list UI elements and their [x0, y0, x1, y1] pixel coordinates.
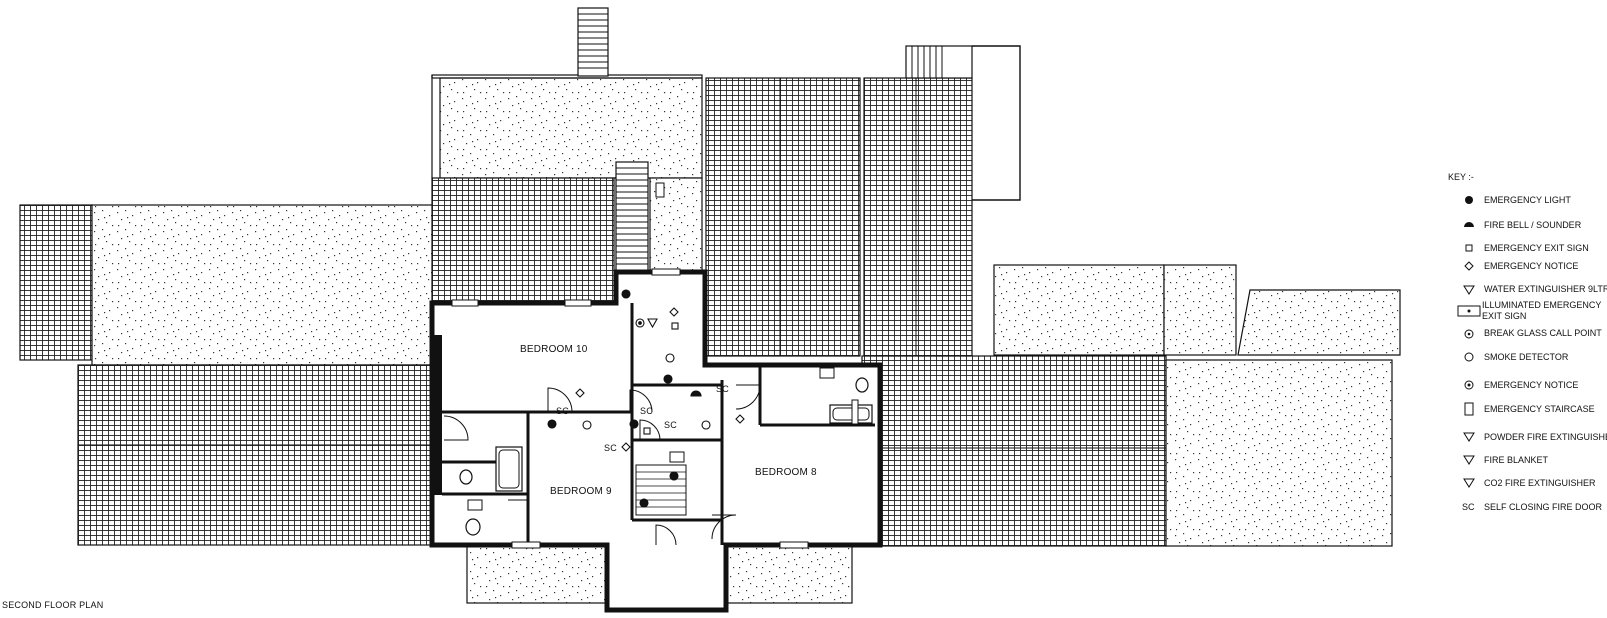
smoke-detector-icon [665, 353, 675, 363]
room-label-bedroom8: BEDROOM 8 [755, 467, 817, 478]
sc-marker: SC [664, 420, 677, 430]
emergency-light-icon [629, 419, 639, 429]
emergency-light-icon [1465, 196, 1473, 204]
building-floor [429, 268, 883, 613]
gravel-area-right-b [1163, 264, 1237, 356]
exit-sign-icon [671, 322, 679, 330]
plan-fire-symbols [547, 289, 745, 508]
smoke-detector-icon [1464, 352, 1474, 362]
legend-label: WATER EXTINGUISHER 9LTR [1484, 284, 1607, 294]
exit-sign-icon [1465, 244, 1473, 252]
legend-label: ILLUMINATED EMERGENCY EXIT SIGN [1482, 300, 1602, 321]
legend-label: BREAK GLASS CALL POINT [1484, 328, 1602, 338]
roof-tiles-upper-right-b [863, 77, 973, 357]
legend-label: EMERGENCY LIGHT [1484, 195, 1571, 205]
fire-blanket-icon [1463, 455, 1475, 465]
room-labels: BEDROOM 10 BEDROOM 9 BEDROOM 8 SC SC SC … [520, 344, 817, 497]
gravel-area-right-a [993, 264, 1165, 356]
plan-title: SECOND FLOOR PLAN [2, 600, 103, 610]
legend-label: CO2 FIRE EXTINGUISHER [1484, 478, 1596, 488]
legend-label: FIRE BLANKET [1484, 455, 1549, 465]
legend-label: EMERGENCY NOTICE [1484, 380, 1578, 390]
notice-diamond-icon [575, 388, 585, 398]
staircase-sign-icon [655, 182, 665, 198]
legend-label: SMOKE DETECTOR [1484, 352, 1569, 362]
roof-tiles-upper-right-a [705, 77, 861, 357]
gravel-area-left [91, 204, 435, 366]
roof-tiles-left [19, 204, 93, 361]
stair-central [615, 161, 649, 273]
site-areas [19, 7, 1401, 604]
emergency-light-icon [639, 498, 649, 508]
emergency-light-icon [621, 289, 631, 299]
notice-diamond-icon [1464, 261, 1474, 271]
legend-label: POWDER FIRE EXTINGUISHER [1484, 432, 1607, 442]
stair-top [577, 7, 609, 77]
legend-label: FIRE BELL / SOUNDER [1484, 220, 1582, 230]
exit-sign-icon [643, 427, 651, 435]
roof-tiles-lower-right [861, 355, 1167, 547]
legend-label: EMERGENCY EXIT SIGN [1484, 243, 1589, 253]
sc-marker: SC [640, 406, 653, 416]
emergency-light-icon [669, 471, 679, 481]
powder-extinguisher-icon [1463, 432, 1475, 442]
gravel-area-lower-right [1165, 359, 1393, 547]
gravel-area-right-c [1237, 289, 1401, 356]
legend-heading: KEY :- [1448, 172, 1474, 182]
fire-bell-icon [1464, 222, 1474, 227]
fire-bell-icon [690, 390, 702, 397]
sc-marker: SC [556, 406, 569, 416]
bath-left [495, 446, 523, 492]
gravel-area-bottom-right [725, 544, 853, 604]
legend-label: SELF CLOSING FIRE DOOR [1484, 502, 1603, 512]
smoke-detector-icon [701, 420, 711, 430]
legend-label: EMERGENCY STAIRCASE [1484, 404, 1595, 414]
sc-marker: SC [716, 384, 729, 394]
emergency-staircase-icon [1464, 402, 1474, 416]
room-label-bedroom9: BEDROOM 9 [550, 486, 612, 497]
room-label-bedroom10: BEDROOM 10 [520, 344, 588, 355]
roof-tiles-upper-middle [431, 177, 615, 304]
legend-label: EMERGENCY NOTICE [1484, 261, 1578, 271]
sc-symbol-icon: SC [1462, 502, 1475, 512]
water-extinguisher-icon [647, 318, 658, 329]
emergency-light-icon [663, 374, 673, 384]
gravel-courtyard-top [439, 77, 703, 179]
water-extinguisher-icon [1463, 285, 1475, 295]
notice-diamond-icon [621, 442, 631, 452]
sc-marker: SC [604, 443, 617, 453]
legend: KEY :- EMERGENCY LIGHT FIRE BELL / SOUND… [1448, 172, 1607, 512]
bath-right [829, 404, 873, 424]
emergency-light-icon [547, 419, 557, 429]
stair-top-right [905, 45, 973, 79]
smoke-detector-icon [582, 420, 592, 430]
roof-tiles-lower-left [77, 364, 435, 546]
gravel-area-bottom-left [466, 544, 608, 604]
notice-diamond-icon [669, 307, 679, 317]
notice-diamond-icon [735, 414, 745, 424]
co2-extinguisher-icon [1463, 478, 1475, 488]
